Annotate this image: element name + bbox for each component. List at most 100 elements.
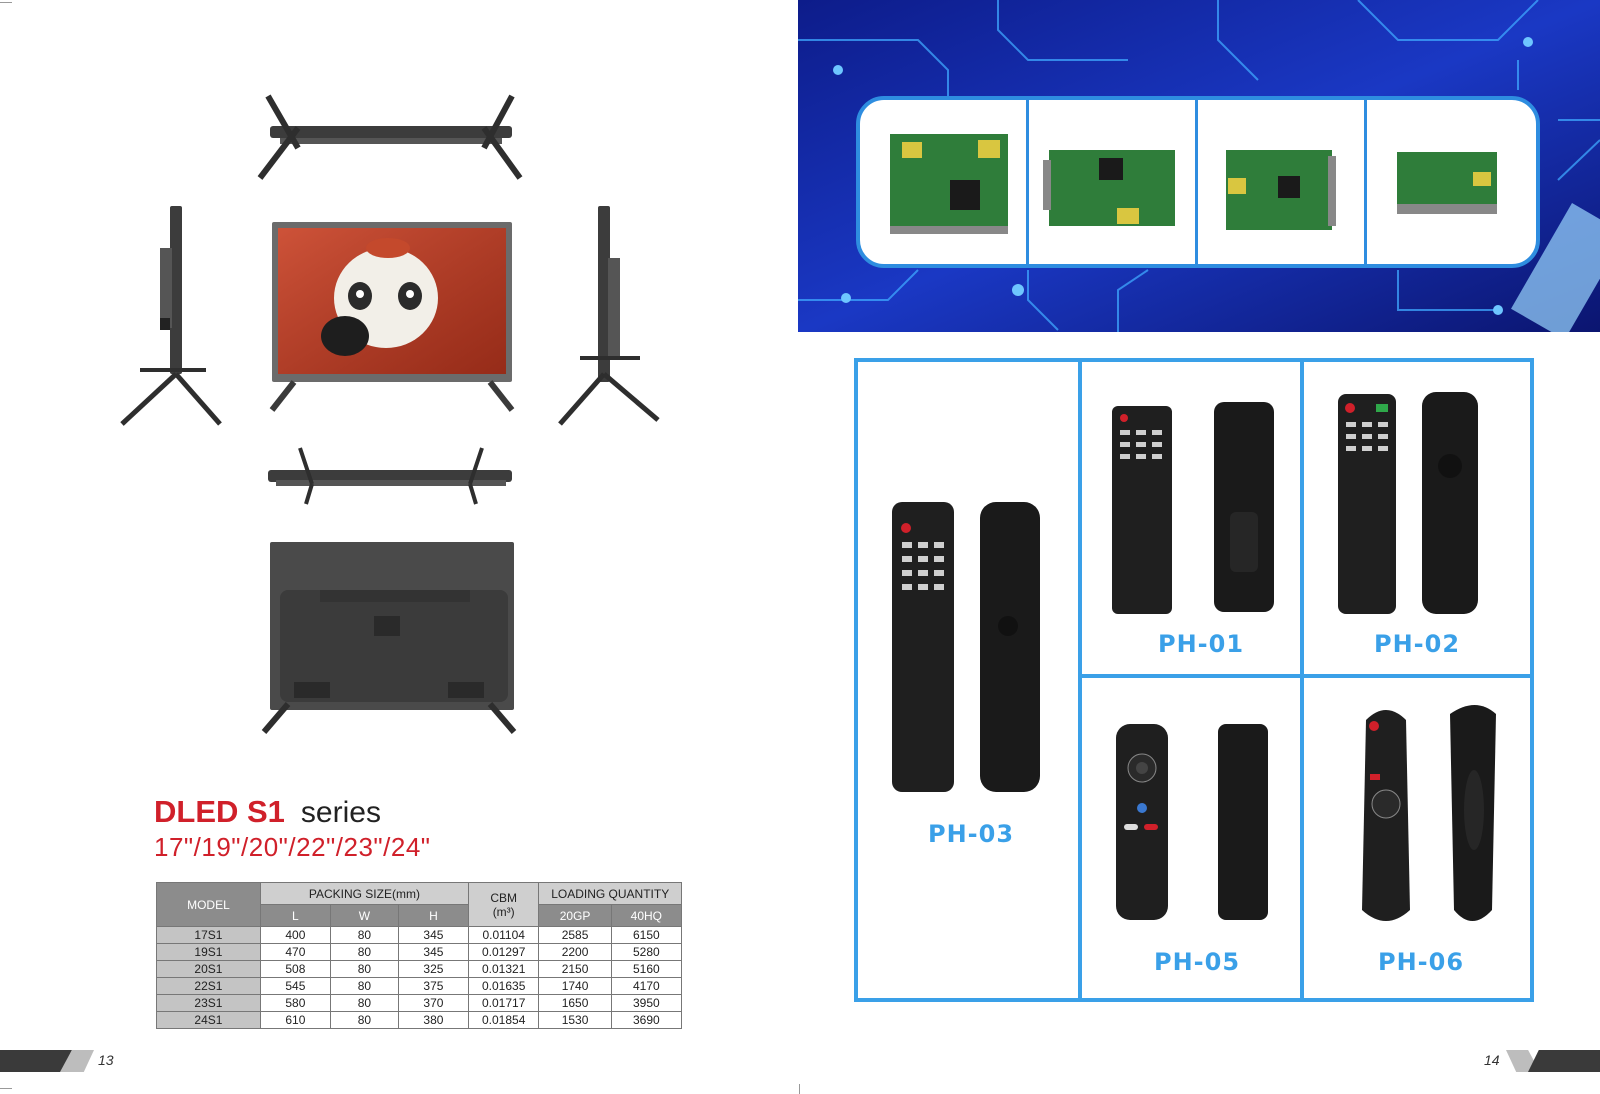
table-cell: 80 [329,994,399,1012]
col-header-w: W [329,904,399,927]
main-board-2 [1029,100,1195,264]
grid-line [1300,362,1304,998]
table-cell: 370 [397,994,469,1012]
table-cell: 345 [397,943,469,961]
remote-ph-05-image [1116,724,1268,920]
remote-card-ph-03: PH-03 [858,362,1078,998]
table-cell: 3950 [610,994,683,1012]
table-cell: 545 [259,977,331,995]
remote-card-ph-02: PH-02 [1304,362,1530,674]
remote-ph-06-image [1362,705,1496,921]
grid-line [1082,674,1530,678]
remote-label-ph-02: PH-02 [1374,630,1461,658]
table-cell: 375 [397,977,469,995]
table-cell: 508 [259,960,331,978]
table-cell: 5160 [610,960,683,978]
table-cell: 2150 [538,960,612,978]
table-cell: 0.01717 [467,994,540,1012]
cbm-unit: (m³) [492,904,515,919]
remote-label-ph-06: PH-06 [1378,948,1465,976]
table-cell: 5280 [610,943,683,961]
main-board-gallery [856,96,1540,268]
table-row: 22S1 545 80 375 0.01635 1740 4170 [156,977,683,995]
table-cell-model: 19S1 [156,943,261,961]
packing-size-header: PACKING SIZE(mm) [259,882,469,905]
series-title: DLED S1 series [154,794,381,830]
table-row: 23S1 580 80 370 0.01717 1650 3950 [156,994,683,1012]
table-cell: 0.01321 [467,960,540,978]
tv-top-view [257,94,523,180]
series-title-model: DLED S1 [154,794,285,829]
board-divider [1026,100,1029,264]
table-cell: 580 [259,994,331,1012]
main-board-1 [860,100,1026,264]
table-row: 20S1 508 80 325 0.01321 2150 5160 [156,960,683,978]
col-header-l: L [259,904,331,927]
tv-bottom-view [268,447,512,505]
main-board-3 [1198,100,1364,264]
grid-line [1078,362,1082,998]
footer-bar [0,1050,72,1072]
table-cell: 380 [397,1011,469,1029]
tv-back-view [261,542,517,734]
table-cell-model: 24S1 [156,1011,261,1029]
table-cell: 4170 [610,977,683,995]
table-row: 24S1 610 80 380 0.01854 1530 3690 [156,1011,683,1029]
table-cell-model: 23S1 [156,994,261,1012]
table-cell: 1740 [538,977,612,995]
remote-control-grid: PH-03 PH-01 [854,358,1534,1002]
tv-left-side-view [120,206,222,426]
table-cell: 2200 [538,943,612,961]
remote-label-ph-05: PH-05 [1154,948,1241,976]
footer-bar [1528,1050,1600,1072]
table-cell: 80 [329,1011,399,1029]
table-cell: 1530 [538,1011,612,1029]
table-row: 17S1 400 80 345 0.01104 2585 6150 [156,926,683,944]
series-title-suffix: series [300,796,381,829]
table-cell: 610 [259,1011,331,1029]
tv-front-view [269,222,515,412]
table-cell: 0.01854 [467,1011,540,1029]
table-cell: 6150 [610,926,683,944]
remote-card-ph-01: PH-01 [1082,362,1300,674]
table-row: 19S1 470 80 345 0.01297 2200 5280 [156,943,683,961]
table-cell-model: 20S1 [156,960,261,978]
page-number-left: 13 [98,1052,114,1068]
table-cell: 400 [259,926,331,944]
col-header-40hq: 40HQ [610,904,683,927]
remote-label-ph-01: PH-01 [1158,630,1245,658]
col-header-h: H [397,904,469,927]
col-header-20gp: 20GP [538,904,612,927]
table-cell: 0.01297 [467,943,540,961]
board-divider [1195,100,1198,264]
table-cell: 1650 [538,994,612,1012]
screen-sizes: 17"/19"/20"/22"/23"/24" [154,832,431,862]
remote-ph-02-image [1338,392,1478,614]
tv-views-illustration [120,94,660,734]
remote-ph-01-image [1112,402,1274,614]
board-divider [1364,100,1367,264]
table-cell: 0.01104 [467,926,540,944]
remote-ph-03-image [892,502,1040,792]
cbm-header-label: CBM [490,890,518,905]
table-cell: 80 [329,926,399,944]
table-cell: 345 [397,926,469,944]
table-cell: 470 [259,943,331,961]
table-cell: 2585 [538,926,612,944]
crop-mark [799,1084,800,1094]
model-header: MODEL [156,882,261,927]
tv-right-side-view [558,206,660,426]
crop-mark [0,1088,12,1089]
table-cell: 80 [329,943,399,961]
table-cell: 80 [329,977,399,995]
crop-mark [0,2,12,3]
packing-spec-table: MODEL PACKING SIZE(mm) CBM(m³) LOADING Q… [156,882,683,1029]
table-cell: 3690 [610,1011,683,1029]
table-cell: 80 [329,960,399,978]
loading-quantity-header: LOADING QUANTITY [538,882,682,905]
remote-label-ph-03: PH-03 [928,820,1015,848]
remote-card-ph-05: PH-05 [1082,678,1300,998]
page-number-right: 14 [1484,1052,1500,1068]
main-board-4 [1367,100,1533,264]
remote-card-ph-06: PH-06 [1304,678,1530,998]
